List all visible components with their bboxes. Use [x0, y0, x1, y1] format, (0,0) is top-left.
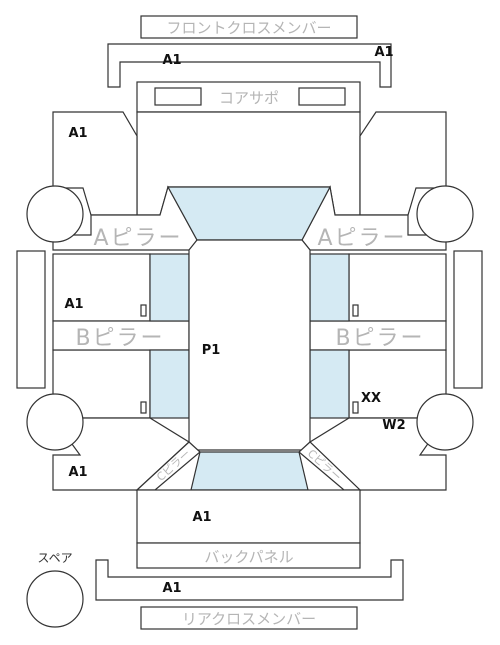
front-cross-member-code: A1 — [162, 53, 181, 68]
front-cross-member-right-code: A1 — [374, 45, 393, 60]
rear-window[interactable] — [190, 451, 309, 491]
left-side-code: A1 — [64, 297, 83, 312]
trunk[interactable] — [136, 489, 361, 544]
right-front-door[interactable] — [348, 253, 447, 322]
rear-left-quarter[interactable] — [51, 417, 190, 491]
right-rear-window[interactable] — [309, 349, 350, 419]
left-a-pillar-label: Aピラー — [93, 226, 182, 251]
right-b-pillar-label: Bピラー — [335, 326, 424, 351]
right-front-window[interactable] — [309, 253, 350, 322]
front-cross-member-label: フロントクロスメンバー — [166, 19, 331, 37]
front-cross-member[interactable] — [107, 43, 392, 88]
back-panel-code: A1 — [192, 510, 211, 525]
left-b-pillar[interactable] — [52, 320, 190, 351]
back-panel[interactable] — [136, 542, 361, 569]
rear-cross-member-label-box — [140, 606, 358, 630]
front-left-wheel[interactable] — [26, 185, 84, 243]
rear-right-wheel-code: W2 — [382, 418, 405, 433]
roof-code: P1 — [202, 343, 221, 358]
right-side-step[interactable] — [453, 250, 483, 389]
spare-label: スペア — [37, 551, 72, 565]
rear-right-wheel[interactable] — [416, 393, 474, 451]
back-panel-label: バックパネル — [204, 548, 293, 566]
rear-right-quarter[interactable] — [309, 417, 448, 491]
left-front-door-handle — [140, 304, 147, 317]
rear-cross-member-label: リアクロスメンバー — [182, 610, 316, 628]
core-support-label: コアサポ — [219, 89, 279, 107]
right-rear-door-handle — [352, 401, 359, 414]
rear-left-code: A1 — [68, 465, 87, 480]
left-side-step[interactable] — [16, 250, 46, 389]
rear-cross-member-code: A1 — [162, 581, 181, 596]
right-headlight — [298, 87, 346, 106]
rear-left-wheel[interactable] — [26, 393, 84, 451]
left-rear-door-handle — [140, 401, 147, 414]
left-headlight — [154, 87, 202, 106]
left-b-pillar-label: Bピラー — [75, 326, 164, 351]
left-rear-window[interactable] — [149, 349, 190, 419]
front-cross-member-label-box — [140, 15, 358, 39]
rear-right-side-code: XX — [361, 391, 381, 406]
spare-tire[interactable] — [26, 570, 84, 628]
front-left-code: A1 — [68, 126, 87, 141]
rear-cross-member[interactable] — [95, 559, 404, 601]
right-front-door-handle — [352, 304, 359, 317]
front-right-wheel[interactable] — [416, 185, 474, 243]
right-a-pillar-label: Aピラー — [317, 226, 406, 251]
left-front-window[interactable] — [149, 253, 190, 322]
front-windshield[interactable] — [166, 186, 331, 241]
